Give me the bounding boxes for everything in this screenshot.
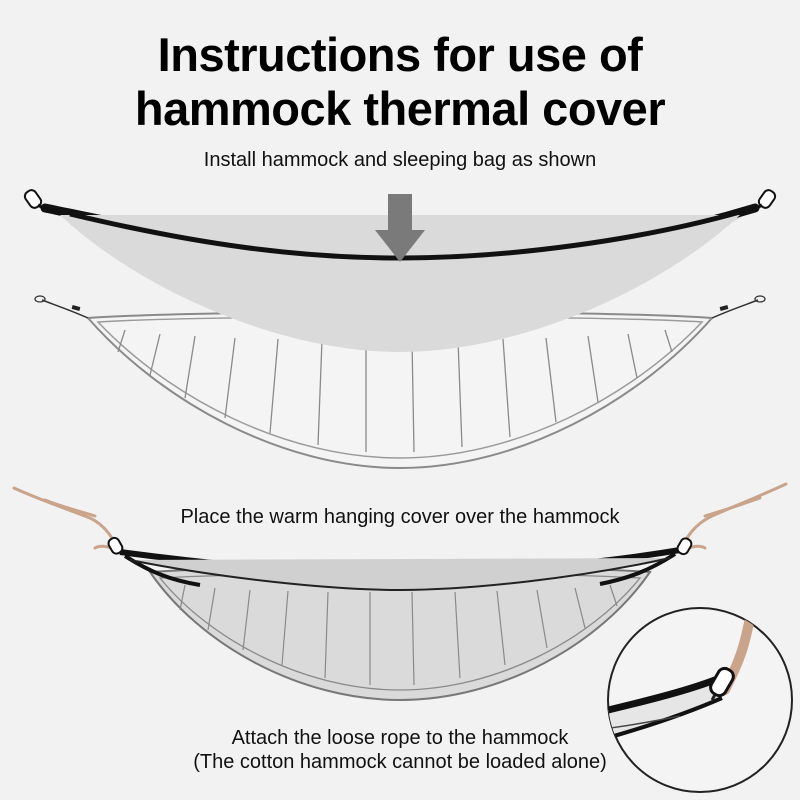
title-line-1: Instructions for use of: [157, 28, 643, 81]
step-2-caption: Place the warm hanging cover over the ha…: [180, 506, 620, 528]
thermal-cover-attached: [148, 565, 652, 702]
detail-zoom-circle: [607, 607, 793, 793]
carabiner-icon: [23, 189, 47, 212]
hammock-attached: [119, 547, 681, 592]
carabiner-icon: [753, 189, 777, 212]
step-3-caption-line-2: (The cotton hammock cannot be loaded alo…: [193, 751, 607, 773]
carabiner-icon: [676, 537, 693, 556]
step-1-caption: Install hammock and sleeping bag as show…: [203, 149, 597, 171]
thermal-cover: [34, 295, 766, 470]
rope-icon: [12, 482, 788, 554]
page-title: Instructions for use of hammock thermal …: [0, 28, 800, 136]
step-1-illustration: [23, 189, 777, 470]
step-3-caption-line-1: Attach the loose rope to the hammock: [231, 727, 569, 749]
step-2-illustration: [12, 482, 788, 702]
down-arrow-icon: [375, 194, 425, 262]
title-line-2: hammock thermal cover: [134, 82, 666, 135]
step-3-caption: Attach the loose rope to the hammock (Th…: [0, 726, 800, 774]
carabiner-icon: [107, 536, 124, 555]
carabiner-icon: [709, 666, 735, 698]
